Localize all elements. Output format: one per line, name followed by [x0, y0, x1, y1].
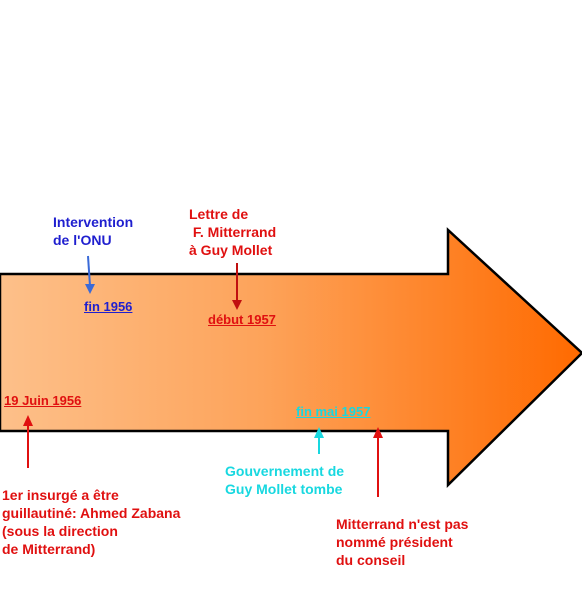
pointer-conseil: [373, 427, 383, 497]
event-onu-date: fin 1956: [84, 299, 133, 314]
pointer-gouvernement: [314, 427, 324, 454]
event-onu-label: Intervention de l'ONU: [53, 214, 134, 248]
event-gouvernement-date: fin mai 1957: [296, 404, 371, 419]
event-conseil-label: Mitterrand n'est pas nommé président du …: [336, 516, 469, 568]
timeline-arrow: [0, 227, 582, 488]
pointer-lettre: [232, 263, 242, 310]
event-lettre-label: Lettre de F. Mitterrand à Guy Mollet: [189, 206, 277, 258]
pointer-zabana: [23, 415, 33, 468]
event-lettre-date: début 1957: [208, 312, 276, 327]
event-gouvernement-label: Gouvernement de Guy Mollet tombe: [225, 463, 345, 497]
event-zabana-date: 19 Juin 1956: [4, 393, 82, 408]
event-zabana-label: 1er insurgé a être guillautiné: Ahmed Za…: [2, 487, 181, 557]
pointer-onu: [85, 255, 95, 294]
